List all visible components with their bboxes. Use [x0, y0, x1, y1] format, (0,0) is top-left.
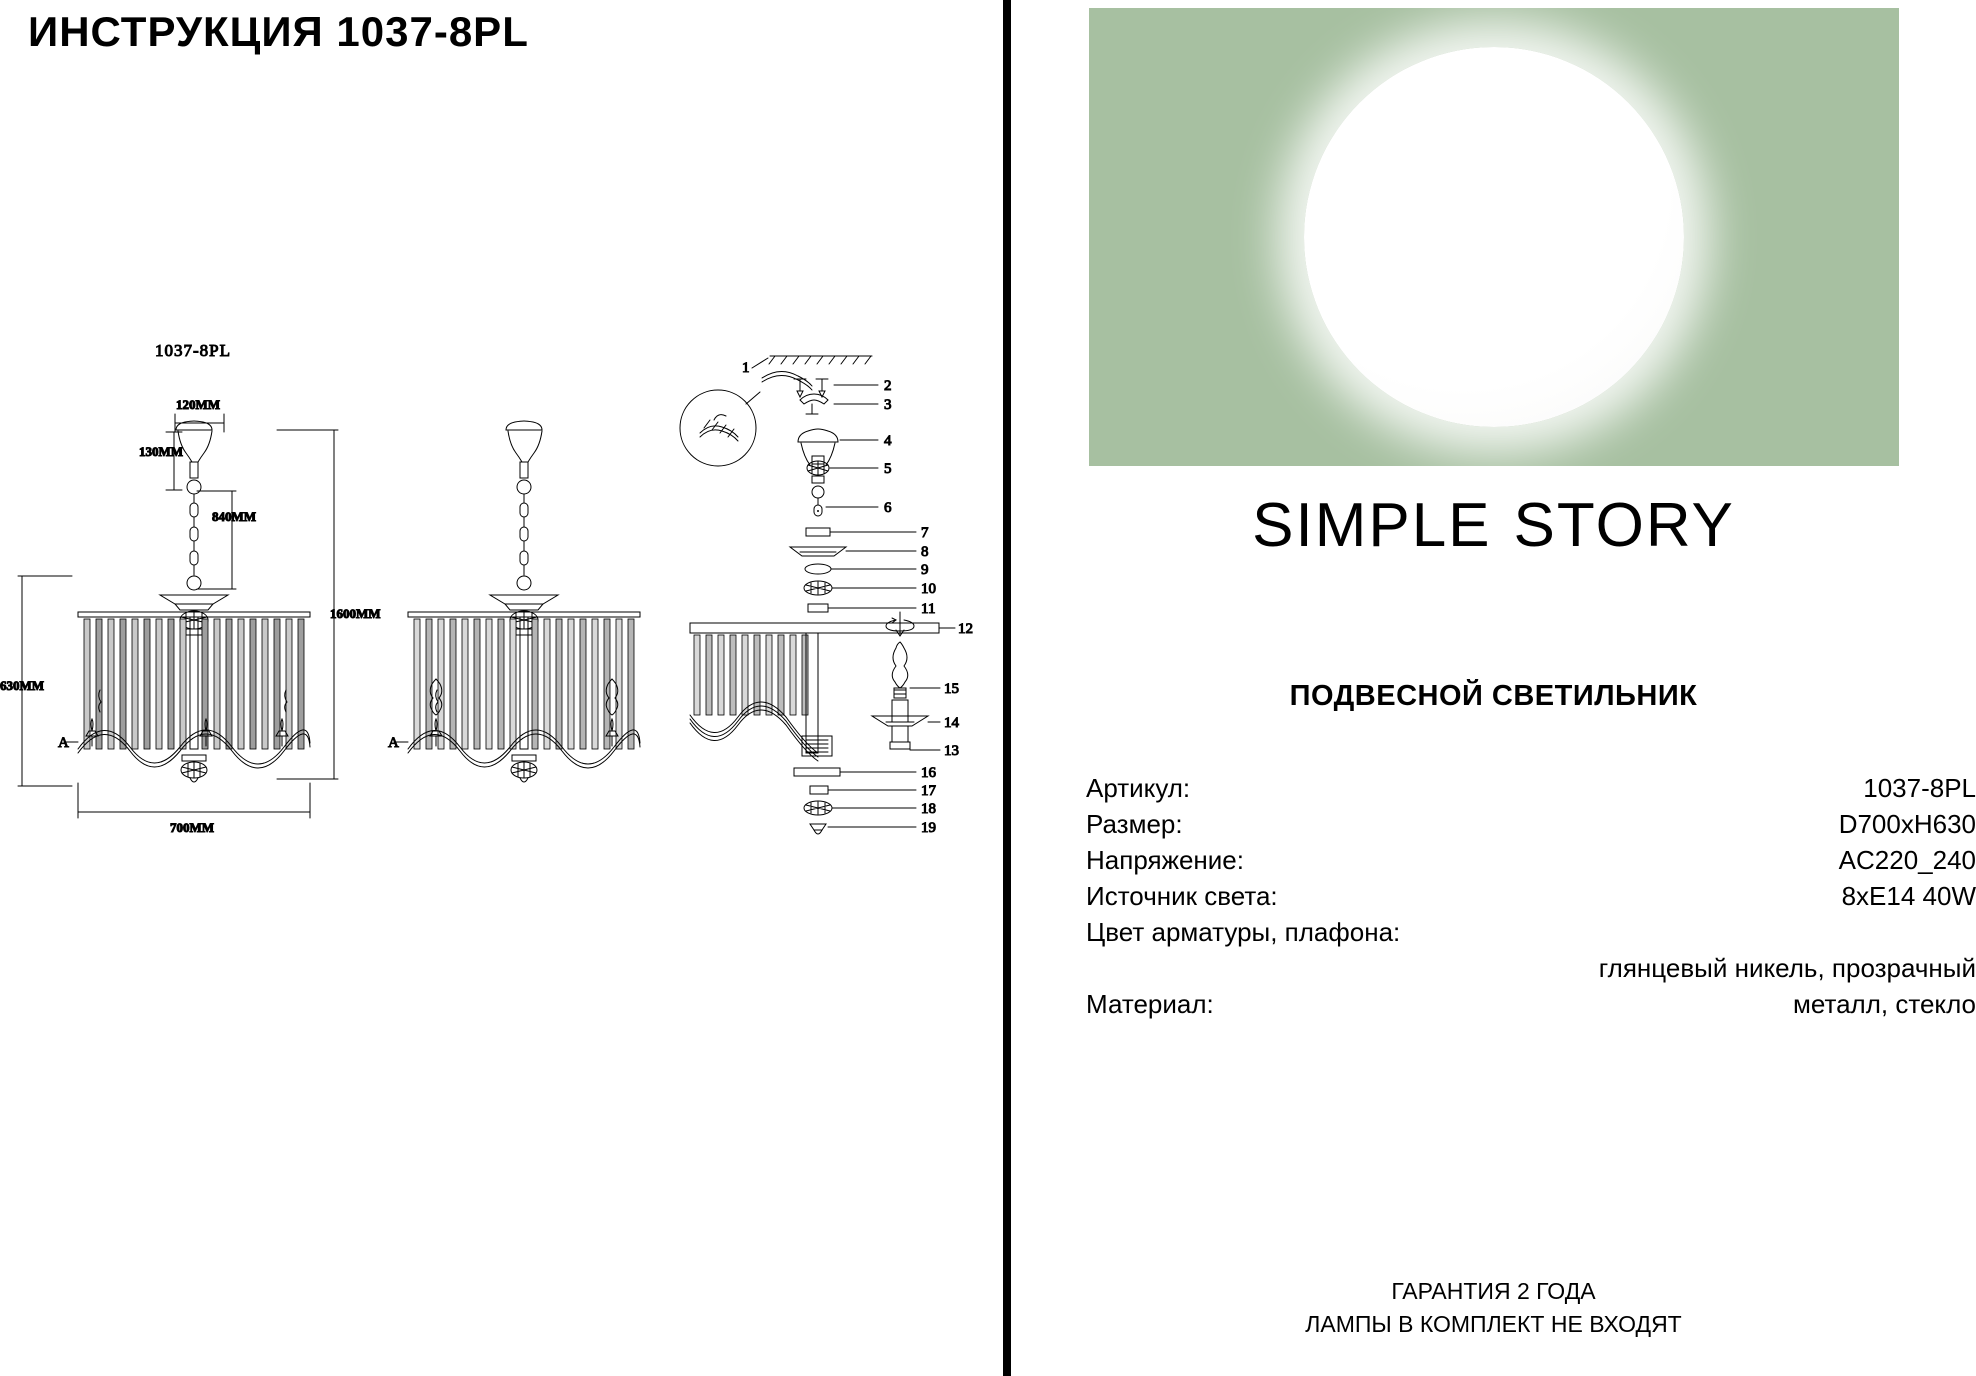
part-number-14: 14 — [944, 715, 960, 731]
spec-value-color: глянцевый никель, прозрачный — [1598, 953, 1976, 983]
bulbs-not-included-note: ЛАМПЫ В КОМПЛЕКТ НЕ ВХОДЯТ — [1305, 1311, 1682, 1337]
spec-row-color-label: Цвет арматуры, плафона: — [1086, 914, 1976, 950]
page-title: ИНСТРУКЦИЯ 1037-8PL — [28, 8, 529, 55]
spec-row-size: Размер: D700xH630 — [1086, 806, 1976, 842]
part-number-13: 13 — [944, 743, 959, 759]
spec-value-voltage: AC220_240 — [1838, 845, 1976, 875]
part-number-1: 1 — [742, 360, 750, 376]
spec-key-material: Материал: — [1086, 989, 1214, 1019]
product-info-panel: SIMPLE STORY ПОДВЕСНОЙ СВЕТИЛЬНИК Артикул… — [1011, 0, 1976, 1376]
part-number-12: 12 — [958, 621, 973, 637]
spec-row-article: Артикул: 1037-8PL — [1086, 770, 1976, 806]
dim-canopy-height: 130MM — [139, 444, 183, 459]
brand-name-part1: SIMPLE — [1252, 491, 1492, 560]
part-number-11: 11 — [921, 601, 935, 617]
section-label-a-middle: A — [388, 735, 399, 751]
product-type: ПОДВЕСНОЙ СВЕТИЛЬНИК — [1289, 680, 1698, 712]
spec-row-voltage: Напряжение: AC220_240 — [1086, 842, 1976, 878]
spec-row-light-source: Источник света: 8xE14 40W — [1086, 878, 1976, 914]
part-number-2: 2 — [884, 378, 892, 394]
specifications-table: Артикул: 1037-8PL Размер: D700xH630 Напр… — [1086, 770, 1976, 1022]
spec-row-color-value: глянцевый никель, прозрачный — [1086, 950, 1976, 986]
part-number-5: 5 — [884, 461, 892, 477]
part-number-8: 8 — [921, 544, 929, 560]
spec-row-material: Материал: металл, стекло — [1086, 986, 1976, 1022]
part-number-16: 16 — [921, 765, 937, 781]
part-number-18: 18 — [921, 801, 936, 817]
part-number-15: 15 — [944, 681, 959, 697]
product-photo — [1089, 8, 1899, 466]
spec-value-material: металл, стекло — [1792, 989, 1976, 1019]
product-globe-shade — [1304, 47, 1684, 427]
spec-value-size: D700xH630 — [1838, 809, 1976, 839]
part-number-19: 19 — [921, 820, 936, 836]
spec-key-color: Цвет арматуры, плафона: — [1086, 917, 1401, 947]
dim-chain-length: 840MM — [212, 509, 256, 524]
warranty-note: ГАРАНТИЯ 2 ГОДА — [1391, 1278, 1596, 1304]
dim-shade-width: 120MM — [176, 397, 220, 412]
spec-key-light-source: Источник света: — [1086, 881, 1278, 911]
spec-key-article: Артикул: — [1086, 773, 1191, 803]
brand-logo: SIMPLE STORY — [1011, 490, 1976, 561]
footer-notes: ГАРАНТИЯ 2 ГОДА ЛАМПЫ В КОМПЛЕКТ НЕ ВХОД… — [1011, 1275, 1976, 1341]
dim-body-width: 700MM — [170, 820, 214, 835]
spec-value-light-source: 8xE14 40W — [1841, 881, 1976, 911]
part-number-17: 17 — [921, 783, 937, 799]
part-number-9: 9 — [921, 562, 929, 578]
part-number-4: 4 — [884, 433, 892, 449]
spec-key-voltage: Напряжение: — [1086, 845, 1244, 875]
technical-drawings: 1037-8PL 120MM 130MM 840MM — [0, 341, 974, 837]
part-number-3: 3 — [884, 397, 892, 413]
part-number-10: 10 — [921, 581, 936, 597]
part-number-6: 6 — [884, 500, 892, 516]
dim-body-height: 630MM — [0, 678, 44, 693]
dim-total-height: 1600MM — [330, 606, 381, 621]
part-number-7: 7 — [921, 525, 929, 541]
vertical-divider — [1003, 0, 1011, 1376]
drawings-svg: 1037-8PL 120MM 130MM 840MM — [0, 341, 974, 837]
brand-name-part2: STORY — [1513, 491, 1735, 560]
model-label: 1037-8PL — [155, 341, 231, 360]
spec-key-size: Размер: — [1086, 809, 1183, 839]
spec-value-article: 1037-8PL — [1863, 773, 1976, 803]
section-label-a-left: A — [58, 735, 69, 751]
